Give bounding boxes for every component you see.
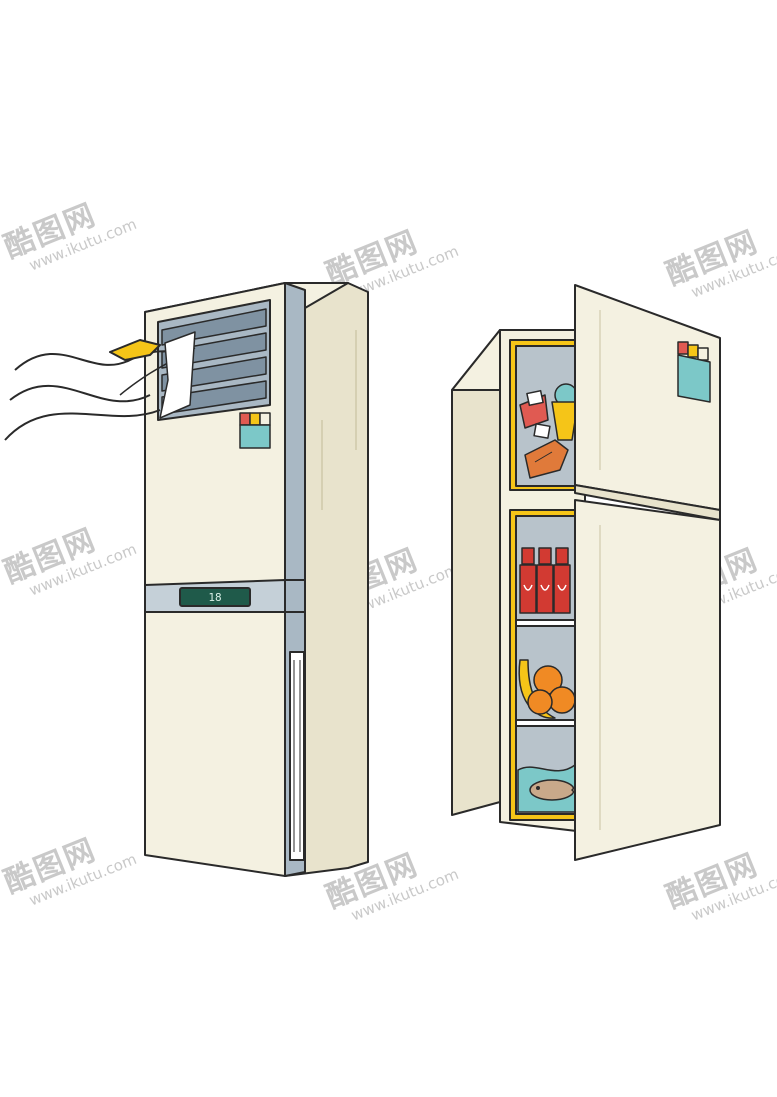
air-conditioner: 18 [4, 282, 369, 877]
fish-tray [517, 764, 583, 813]
refrigerator [451, 284, 721, 861]
freezer-items [519, 383, 579, 479]
airflow-sheet [159, 331, 196, 419]
color-indicator [239, 412, 271, 449]
fruit [518, 659, 576, 719]
temperature-display [179, 587, 251, 607]
airflow-ribbon [109, 339, 161, 361]
soda-cans [519, 547, 571, 614]
display-value: 18 [208, 591, 221, 604]
fridge-color-indicator [677, 341, 711, 403]
